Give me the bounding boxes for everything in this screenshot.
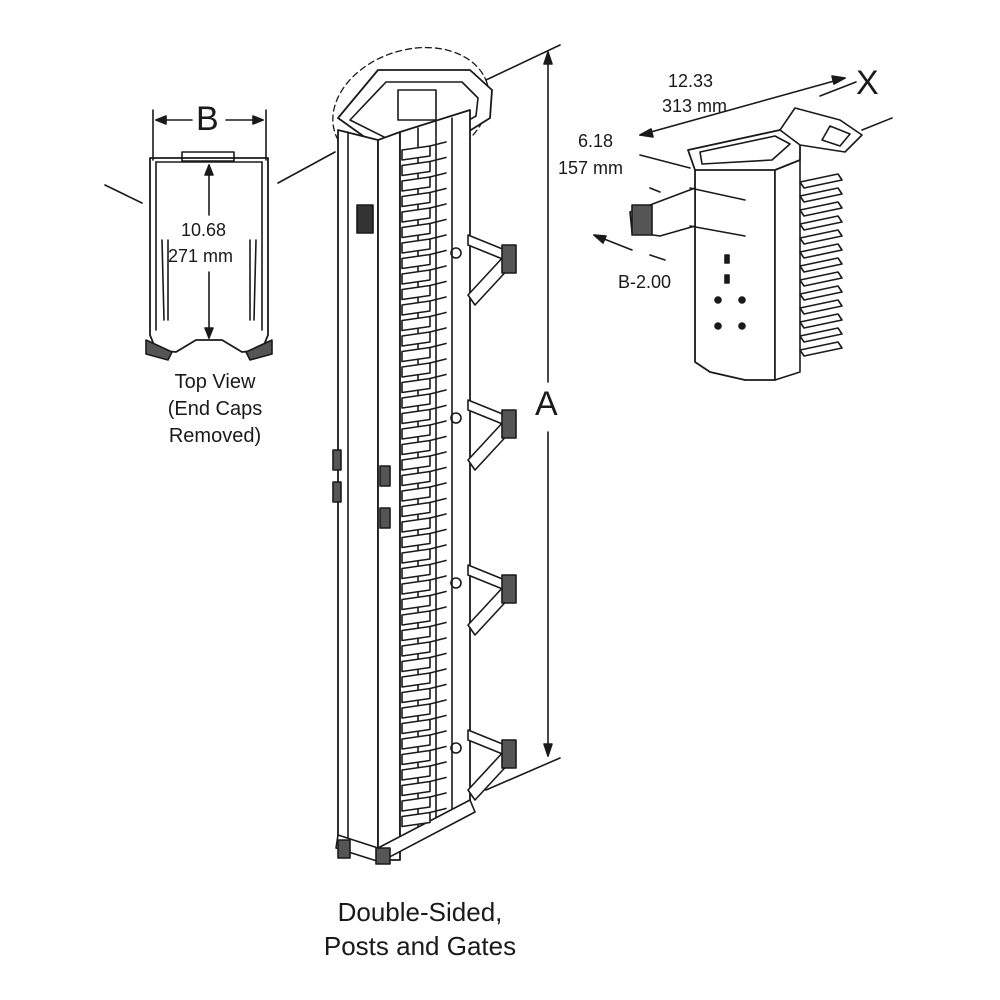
main-view-caption: Double-Sided, Posts and Gates <box>270 895 570 963</box>
finger-slot <box>401 683 447 704</box>
finger-slot <box>401 792 447 812</box>
detail-finger-slot <box>799 201 843 217</box>
finger-slot <box>401 559 447 580</box>
detail-width-mm: 313 mm <box>662 96 728 116</box>
top-view-caption-line-2: (End Caps <box>167 398 263 420</box>
finger-slot <box>401 280 447 301</box>
finger-slot <box>401 482 447 502</box>
finger-slot <box>401 311 447 332</box>
finger-slot <box>401 761 447 781</box>
finger-slot <box>401 249 447 270</box>
main-view-caption-line-2: Posts and Gates <box>323 931 517 961</box>
detail-finger-slot <box>799 229 843 245</box>
finger-slot <box>401 621 447 642</box>
detail-finger-slots <box>799 173 843 357</box>
detail-offset-inches: 6.18 <box>578 131 614 151</box>
finger-slot <box>401 575 447 595</box>
top-view-width-label: B <box>196 100 219 138</box>
main-view-caption-line-1: Double-Sided, <box>337 897 503 927</box>
tower-drawing <box>332 44 561 865</box>
finger-slot <box>401 342 447 363</box>
detail-finger-slot <box>799 341 843 357</box>
detail-finger-slot <box>799 299 843 315</box>
detail-finger-slot <box>799 313 843 329</box>
detail-finger-slot <box>799 285 843 301</box>
detail-view-drawing <box>593 75 893 381</box>
finger-slot <box>401 668 447 688</box>
finger-slot <box>401 203 447 223</box>
gate-brackets <box>450 234 517 801</box>
detail-x-label: X <box>856 64 879 102</box>
finger-slot <box>401 141 447 161</box>
finger-slot <box>401 466 447 487</box>
detail-finger-slot <box>799 327 843 343</box>
finger-slot <box>401 218 447 239</box>
finger-slot <box>401 714 447 735</box>
finger-slot <box>401 637 447 657</box>
detail-finger-slot <box>799 243 843 259</box>
finger-slot <box>401 606 447 626</box>
finger-slot <box>401 497 447 518</box>
finger-slot <box>401 296 447 316</box>
gate-bracket <box>450 729 517 801</box>
finger-slot <box>401 265 447 285</box>
detail-finger-slot <box>799 173 843 189</box>
top-view-caption-line-1: Top View <box>174 371 256 393</box>
finger-slot <box>401 187 447 208</box>
finger-slot <box>401 420 447 440</box>
finger-slot <box>401 327 447 347</box>
finger-slot <box>401 451 447 471</box>
gate-bracket <box>450 234 517 306</box>
finger-slot <box>401 652 447 673</box>
top-view-caption: Top View (End Caps Removed) <box>140 369 290 450</box>
finger-slot <box>401 776 447 797</box>
top-view-drawing <box>104 109 336 361</box>
gate-bracket <box>450 564 517 636</box>
detail-width-inches: 12.33 <box>668 71 714 91</box>
detail-offset-mm: 157 mm <box>558 158 624 178</box>
finger-slot <box>401 544 447 564</box>
finger-slot <box>401 389 447 409</box>
finger-slot <box>401 699 447 719</box>
finger-slot <box>401 513 447 533</box>
detail-gate-label: B-2.00 <box>618 272 672 292</box>
detail-finger-slot <box>799 215 843 231</box>
finger-slot <box>401 807 447 828</box>
top-view-depth-mm: 271 mm <box>168 246 234 266</box>
finger-slot <box>401 528 447 549</box>
finger-slots <box>401 141 447 828</box>
detail-finger-slot <box>799 257 843 273</box>
top-view-caption-line-3: Removed) <box>168 425 262 447</box>
finger-slot <box>401 172 447 192</box>
finger-slot <box>401 435 447 456</box>
finger-slot <box>401 234 447 254</box>
finger-slot <box>401 404 447 425</box>
height-dimension-label: A <box>535 385 558 423</box>
finger-slot <box>401 590 447 611</box>
finger-slot <box>401 373 447 394</box>
finger-slot <box>401 730 447 750</box>
finger-slot <box>401 745 447 766</box>
detail-finger-slot <box>799 271 843 287</box>
detail-finger-slot <box>799 187 843 203</box>
finger-slot <box>401 156 447 177</box>
finger-slot <box>401 358 447 378</box>
top-view-depth-inches: 10.68 <box>181 220 227 240</box>
gate-bracket <box>450 399 517 471</box>
